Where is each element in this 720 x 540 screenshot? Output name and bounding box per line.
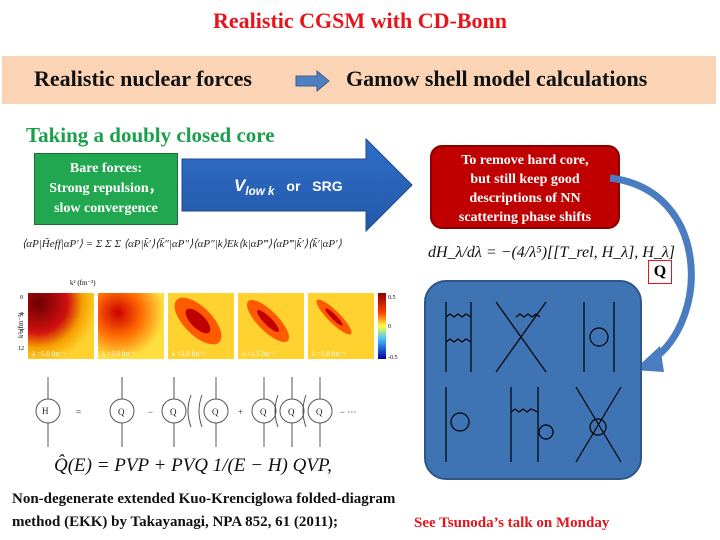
or-word: or [286,178,301,194]
transform-label: Vlow k or SRG [234,176,343,198]
svg-text:Q: Q [316,407,323,417]
band-right-text: Gamow shell model calculations [346,66,648,91]
tick-0: 0 [20,295,23,301]
heatmap-4-label: λ =1.5 fm⁻¹ [242,350,275,358]
svg-text:Q: Q [212,407,219,417]
heatmap-2: λ =3.0 fm⁻¹ [98,293,164,359]
folded-diagram-series: H Q Q Q Q Q Q = − + − ··· [35,377,356,447]
k2-axis-top: k² (fm⁻²) [70,279,96,287]
heatmap-5-label: λ =1.0 fm⁻¹ [312,350,345,358]
tick-4: 4 [20,312,23,318]
heatmap-3-label: λ =2.0 fm⁻¹ [172,350,205,358]
tick-12: 12 [18,346,24,352]
section-subtitle: Taking a doubly closed core [26,123,275,147]
bare-forces-box: Bare forces: Strong repulsion， slow conv… [34,153,178,225]
red-line-3: descriptions of NN [469,191,581,206]
srg-equation: dH_λ/dλ = −(4/λ⁵)[[T_rel, H_λ], H_λ] [428,244,675,261]
bare-line-2: Strong repulsion， [49,181,163,196]
q-box: Q [648,260,672,284]
heatmap-1-label: λ =5.0 fm⁻¹ [32,350,65,358]
colorbar-bottom: -0.5 [388,355,398,361]
reference-line-1: Non-degenerate extended Kuo-Krenciglowa … [12,491,396,507]
q-box-equation: Q̂(E) = PVP + PVQ 1/(E − H) QVP, [54,455,332,476]
transform-arrow [181,137,413,233]
srg-word: SRG [312,178,343,194]
heatmap-4: λ =1.5 fm⁻¹ [238,293,304,359]
bare-line-3: slow convergence [54,201,158,216]
svg-text:=: = [76,407,81,417]
red-line-2: but still keep good [470,172,580,187]
svg-text:+: + [238,407,243,417]
right-arrow-icon [295,70,330,92]
vlowk-heatmaps: k² (fm⁻²) k² (fm⁻²) 0 4 8 12 λ =5.0 fm⁻¹… [17,279,398,361]
reference-line-2: method (EKK) by Takayanagi, NPA 852, 61 … [12,514,339,530]
heatmap-3: λ =2.0 fm⁻¹ [168,293,234,359]
topic-band: Realistic nuclear forces Gamow shell mod… [2,56,716,104]
svg-text:Q: Q [260,407,267,417]
band-left-text: Realistic nuclear forces [34,66,252,91]
heatmap-1: λ =5.0 fm⁻¹ [28,293,94,359]
v-subscript: low k [245,184,275,198]
colorbar [378,293,386,359]
talk-note: See Tsunoda’s talk on Monday [414,515,610,531]
svg-text:Q: Q [288,407,295,417]
tick-8: 8 [20,329,23,335]
slide-title: Realistic CGSM with CD-Bonn [213,8,507,33]
feynman-diagrams [445,301,622,463]
effective-interaction-equation: ⟨αP|H̃eff|αP′⟩ = Σ Σ Σ ⟨αP|k̃′⟩⟨k̃″|αP″⟩… [22,238,342,250]
bare-line-1: Bare forces: [69,161,143,176]
hard-core-box: To remove hard core, but still keep good… [430,145,620,229]
colorbar-mid: 0 [388,324,391,330]
svg-text:−: − [148,407,153,417]
diagram-box [424,280,642,480]
heatmap-2-label: λ =3.0 fm⁻¹ [102,350,135,358]
colorbar-top: 0.5 [388,295,396,301]
v-symbol: V [234,176,246,195]
svg-text:H: H [42,406,49,416]
svg-text:Q: Q [118,407,125,417]
heatmap-5: λ =1.0 fm⁻¹ [308,293,374,359]
red-line-4: scattering phase shifts [458,210,592,225]
svg-text:− ···: − ··· [340,407,356,417]
svg-text:Q: Q [170,407,177,417]
k2-axis-left: k² (fm⁻²) [17,312,25,338]
red-line-1: To remove hard core, [461,153,589,168]
